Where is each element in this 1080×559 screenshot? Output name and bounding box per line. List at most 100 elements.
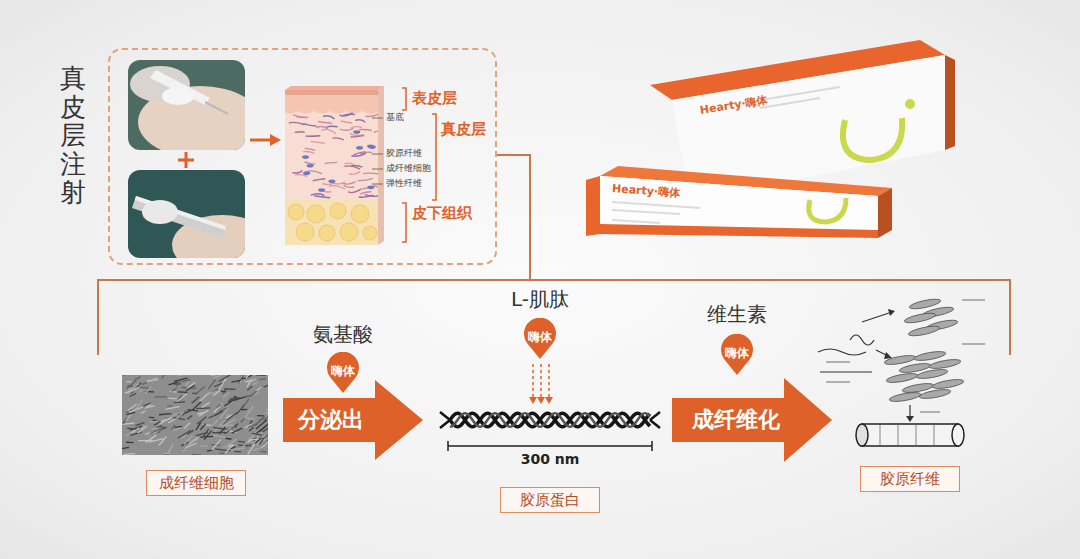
dermis-fibers	[328, 179, 335, 183]
fibroblast-texture	[175, 394, 186, 402]
fibroblast-texture	[127, 428, 137, 430]
fibroblast-texture	[247, 439, 252, 442]
fibroblast-texture	[220, 452, 225, 454]
fibroblast-texture	[223, 446, 230, 448]
collagen-fibril-illustration	[929, 358, 962, 370]
dermis-fibers	[359, 129, 372, 131]
skin-layer-label: 表皮层	[412, 89, 457, 107]
plus-sign	[178, 152, 194, 168]
collagen-fibril-illustration	[914, 350, 947, 362]
bracket-line	[98, 280, 1010, 355]
fibroblast-texture	[122, 375, 268, 455]
fibroblast-texture	[224, 398, 236, 406]
fibroblast-texture	[266, 411, 268, 413]
fibroblast-texture	[177, 412, 184, 419]
collagen-fibril-illustration	[856, 424, 868, 446]
dashed-arrow	[545, 397, 553, 404]
fibroblast-texture	[247, 379, 252, 387]
product-box-photo	[905, 99, 915, 109]
fibroblast-texture	[127, 415, 130, 419]
dermis-fibers	[325, 162, 338, 163]
dermis-fibers	[292, 170, 302, 173]
product-box-photo	[586, 40, 955, 238]
fibroblast-texture	[244, 399, 249, 406]
fibroblast-texture	[261, 451, 267, 453]
dermis-fibers	[307, 164, 314, 168]
fibroblast-texture	[234, 451, 241, 453]
dermis-fibers	[366, 113, 378, 116]
fibroblast-texture	[124, 453, 135, 455]
collagen-fibril-illustration	[962, 343, 985, 345]
fibroblast-texture	[204, 431, 212, 440]
dermis-fibers	[367, 186, 374, 190]
fibroblast-texture	[254, 418, 263, 425]
dermis-fibers	[374, 185, 378, 188]
collagen-fibril-illustration	[818, 297, 985, 446]
skin-layer-bracket	[402, 203, 406, 242]
fibroblast-micrograph	[122, 375, 268, 455]
dermis-fibers	[358, 178, 373, 180]
fibroblast-texture	[161, 418, 172, 422]
fibroblast-texture	[161, 375, 167, 378]
dermis-fibers	[329, 186, 345, 189]
fibroblast-texture	[192, 397, 200, 403]
fibroblast-texture	[242, 409, 248, 411]
fibroblast-texture	[228, 398, 231, 402]
scale-bar	[447, 441, 449, 451]
brand-text: Hearty·嗨体	[699, 93, 768, 117]
fibroblast-texture	[266, 404, 268, 410]
dermis-fibers	[318, 188, 325, 192]
fibroblast-texture	[212, 439, 221, 449]
dashed-arrow	[537, 397, 545, 404]
collagen-fibril-illustration	[898, 425, 899, 445]
fibroblast-texture	[136, 389, 142, 393]
leader-line	[372, 118, 383, 184]
collagen-helix	[450, 413, 650, 427]
collagen-fibril-illustration	[884, 309, 914, 422]
dashed-arrow	[532, 364, 534, 398]
product-box-photo	[945, 55, 955, 150]
fibroblast-texture	[192, 454, 201, 455]
fibroblast-texture	[127, 412, 136, 414]
scale-bar	[448, 441, 652, 451]
skin-cross-section	[340, 223, 358, 241]
pin-shape	[327, 352, 359, 393]
process-arrow: 成纤维化	[672, 378, 832, 462]
dermis-fibers	[296, 116, 307, 118]
dermis-fibers	[305, 162, 316, 164]
scale-bar	[448, 445, 652, 447]
skin-layer-label: 真皮层	[441, 120, 486, 138]
fibroblast-texture	[219, 408, 227, 412]
fibroblast-texture	[232, 428, 242, 433]
fibroblast-texture	[219, 408, 228, 419]
input-label: 氨基酸	[313, 322, 373, 346]
dermis-fibers	[302, 155, 309, 159]
fibroblast-texture	[195, 387, 205, 395]
fibroblast-texture	[202, 403, 210, 408]
fibroblast-texture	[144, 403, 151, 406]
skin-cross-section	[296, 223, 314, 241]
collagen-helix	[450, 413, 650, 427]
dermis-fibers	[326, 126, 337, 127]
vertical-heading: 真皮层注射	[60, 64, 86, 207]
product-box-photo	[760, 98, 820, 108]
step-arrow	[250, 139, 272, 142]
fibroblast-texture	[245, 424, 252, 428]
fibroblast-texture	[130, 432, 142, 435]
pin-shape	[524, 318, 556, 359]
skin-cross-section	[285, 90, 378, 114]
fibroblast-texture	[187, 416, 192, 420]
collagen-fibril-illustration	[962, 299, 985, 301]
dermis-fibers	[289, 113, 378, 198]
product-box-photo	[612, 202, 700, 208]
dermis-fibers	[363, 172, 378, 174]
dermis-fibers	[303, 151, 314, 153]
dermis-fibers	[295, 175, 307, 177]
collagen-fibril-illustration	[916, 368, 949, 380]
product-box-photo	[586, 176, 600, 236]
fibroblast-texture	[164, 452, 172, 454]
fibroblast-texture	[184, 423, 190, 429]
dermis-fibers	[321, 129, 335, 133]
fibroblast-texture	[168, 398, 177, 400]
fibroblast-texture	[196, 432, 208, 435]
